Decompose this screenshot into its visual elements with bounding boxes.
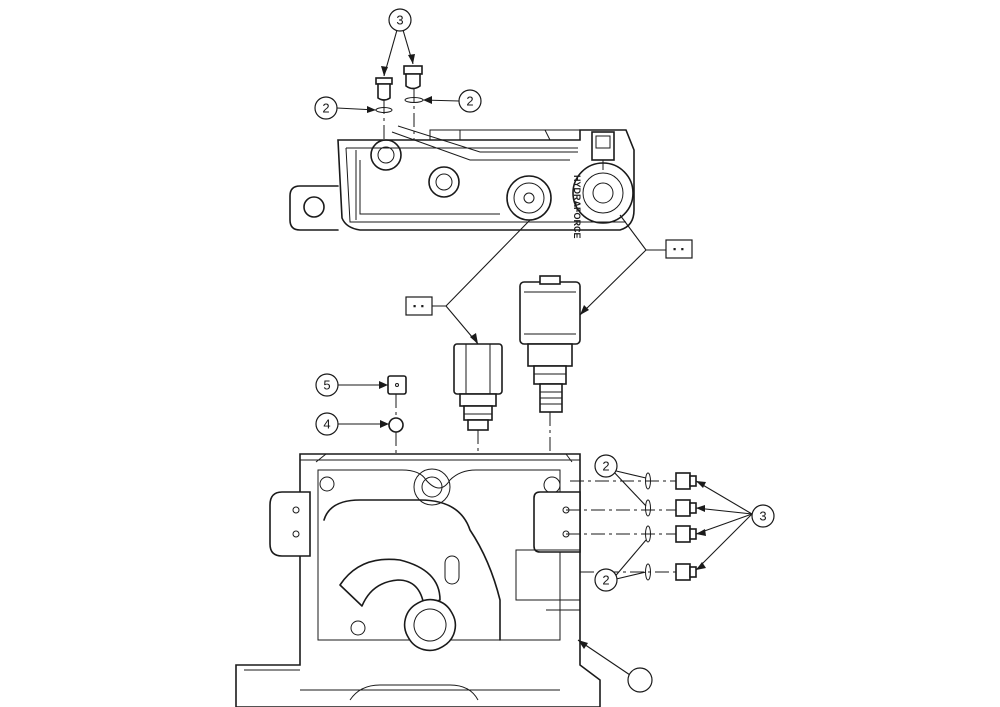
top-cap-left [375,77,393,101]
callout-right-washers-upper: 2 [594,454,618,478]
svg-text:3: 3 [759,509,766,524]
svg-text:2: 2 [466,94,473,109]
callout-tag-right: ▪ ▪ [665,239,693,259]
callout-top-washer-right: 2 [458,89,482,113]
callout-housing [627,667,653,693]
plug-fitting [387,375,407,395]
bolt-1 [675,472,697,490]
cartridge-large [519,275,581,413]
svg-text:2: 2 [602,459,609,474]
port-middle [428,166,460,198]
bolt-4 [675,563,697,581]
callout-top-washer-left: 2 [314,96,338,120]
lower-housing [235,453,601,707]
bolt-3 [675,525,697,543]
svg-text:▪ ▪: ▪ ▪ [413,301,425,311]
callout-top-caps: 3 [388,8,412,32]
side-washers [645,472,651,581]
callout-right-caps: 3 [751,504,775,528]
bolt-2 [675,499,697,517]
callout-tag-left: ▪ ▪ [405,296,433,316]
side-bolts [675,472,697,581]
svg-text:4: 4 [323,417,330,432]
callout-fitting: 5 [315,373,339,397]
svg-text:3: 3 [396,13,403,28]
hydraforce-stamp: HYDRAFORCE [572,175,582,239]
check-ball [388,417,404,433]
svg-text:5: 5 [323,378,330,393]
port-cartridge-left [506,175,552,221]
cartridge-small [453,343,503,431]
top-valve-body: HYDRAFORCE [289,125,635,239]
body-top-fitting [591,131,615,170]
svg-text:2: 2 [322,101,329,116]
port-left [370,139,402,171]
callout-right-washers-lower: 2 [594,568,618,592]
svg-text:2: 2 [602,573,609,588]
callout-ball: 4 [315,412,339,436]
top-cap-right [403,65,423,90]
svg-text:▪ ▪: ▪ ▪ [673,244,685,254]
